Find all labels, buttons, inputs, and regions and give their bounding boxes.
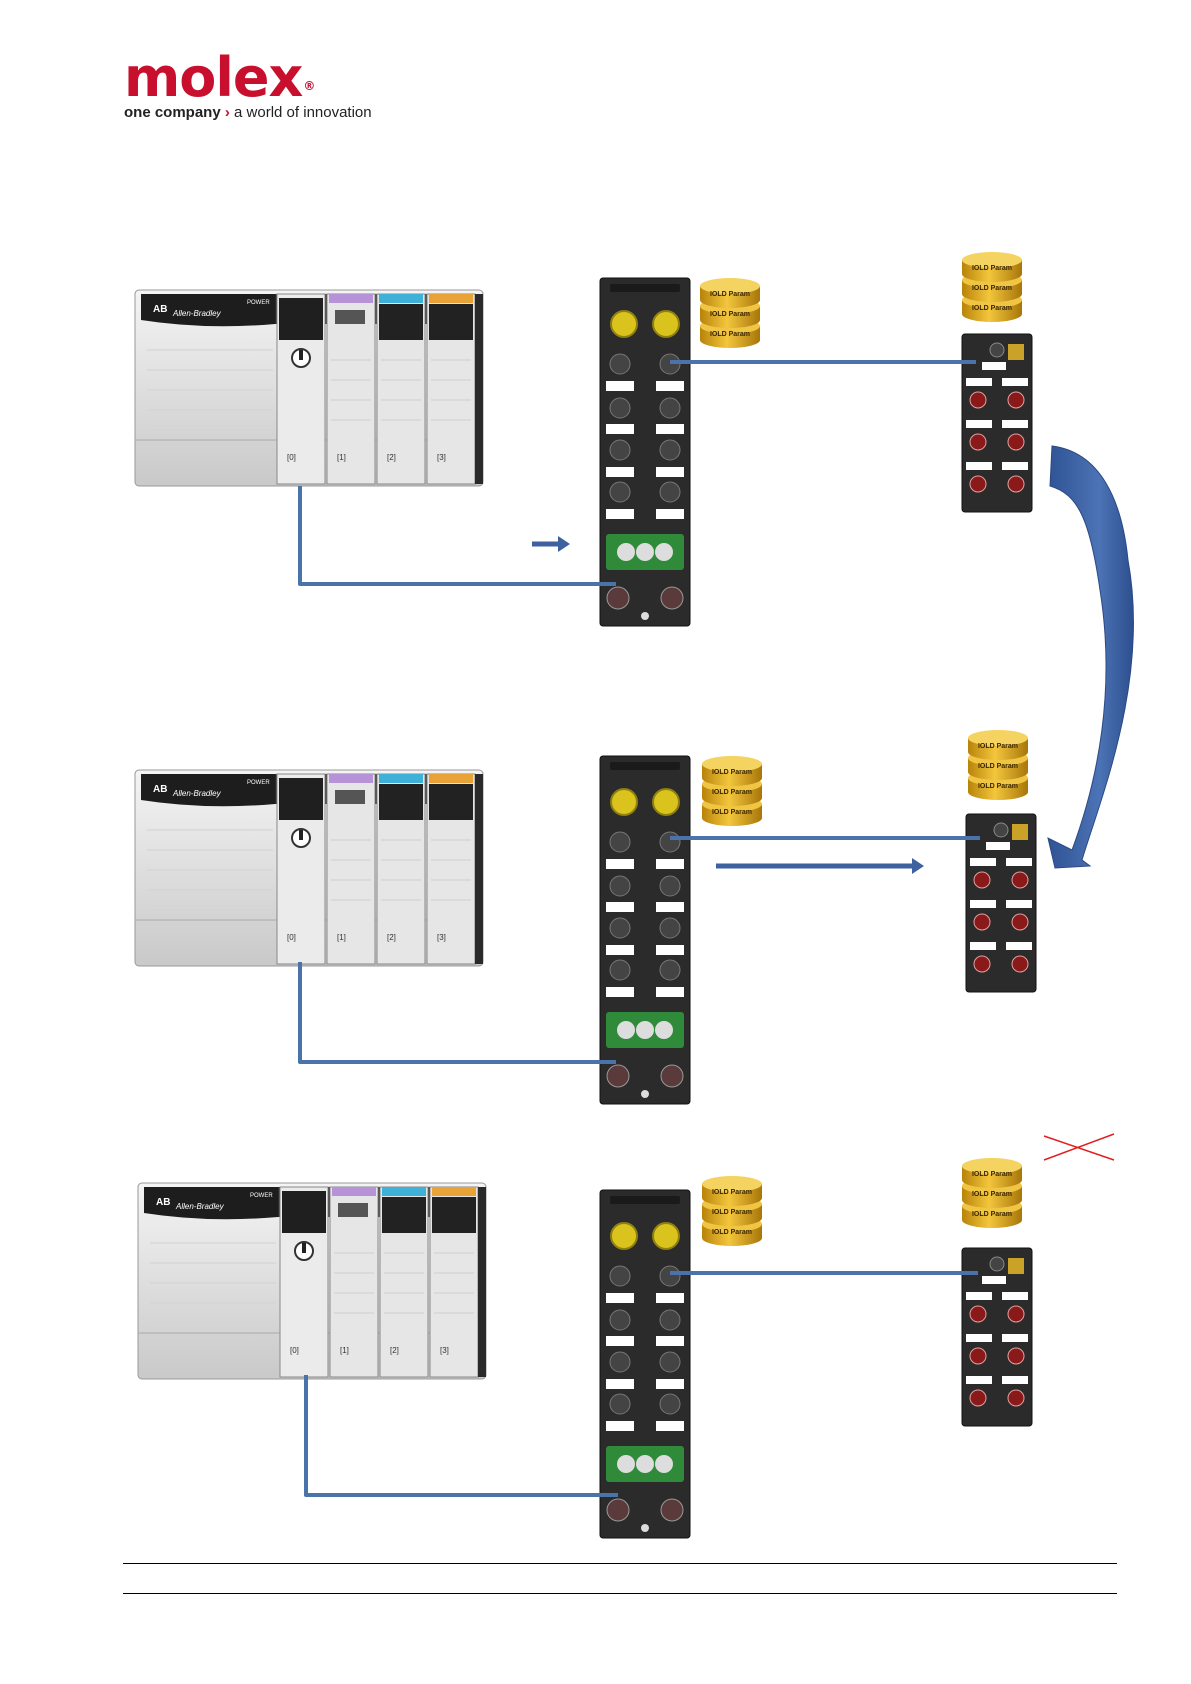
plc-slot: [3] xyxy=(437,453,446,462)
iold-param-label: IOLD Param xyxy=(972,285,1012,292)
plc-brand: Allen-Bradley xyxy=(175,1202,225,1211)
plc-slot: [0] xyxy=(287,453,296,462)
logo-tagline: one company › a world of innovation xyxy=(124,104,372,121)
plc-power-label: POWER xyxy=(247,780,270,786)
direction-arrow-icon xyxy=(532,536,570,552)
molex-logo: molex® one company › a world of innovati… xyxy=(124,50,372,122)
io-master-block-1 xyxy=(599,277,691,627)
plc-badge: AB xyxy=(153,304,167,315)
plc-slot: [1] xyxy=(340,1346,349,1355)
tagline-bold: one company xyxy=(124,104,221,121)
plc-badge: AB xyxy=(156,1197,170,1208)
network-cable xyxy=(298,486,616,586)
iold-param-label: IOLD Param xyxy=(712,1229,752,1236)
iold-param-label: IOLD Param xyxy=(710,331,750,338)
iold-param-label: IOLD Param xyxy=(712,1189,752,1196)
plc-rack-1: Allen-Bradley AB POWER [0] [1] [2] [3] xyxy=(134,289,484,487)
iold-param-label: IOLD Param xyxy=(978,783,1018,790)
iold-param-label: IOLD Param xyxy=(712,1209,752,1216)
plc-slot: [3] xyxy=(437,933,446,942)
direction-arrow-icon xyxy=(716,858,924,874)
plc-slot: [1] xyxy=(337,453,346,462)
iold-param-label: IOLD Param xyxy=(978,743,1018,750)
network-cable xyxy=(304,1375,618,1497)
logo-word-text: molex xyxy=(124,46,303,109)
iold-param-label: IOLD Param xyxy=(710,311,750,318)
plc-slot: [2] xyxy=(387,453,396,462)
iold-param-label: IOLD Param xyxy=(972,305,1012,312)
iold-param-label: IOLD Param xyxy=(712,809,752,816)
plc-slot: [3] xyxy=(440,1346,449,1355)
plc-slot: [2] xyxy=(387,933,396,942)
iold-param-label: IOLD Param xyxy=(972,1171,1012,1178)
plc-slot: [0] xyxy=(290,1346,299,1355)
plc-badge: AB xyxy=(153,784,167,795)
io-device-block-2 xyxy=(965,813,1037,993)
plc-power-label: POWER xyxy=(247,300,270,306)
plc-rack-2: Allen-Bradley AB POWER [0] [1] [2] [3] xyxy=(134,769,484,967)
logo-registered-mark: ® xyxy=(303,79,315,93)
iold-param-label: IOLD Param xyxy=(712,789,752,796)
footer-rule-bottom xyxy=(123,1593,1117,1594)
iold-param-label: IOLD Param xyxy=(712,769,752,776)
network-cable xyxy=(298,962,616,1064)
plc-power-label: POWER xyxy=(250,1193,273,1199)
plc-slot: [1] xyxy=(337,933,346,942)
iold-param-label: IOLD Param xyxy=(972,265,1012,272)
plc-slot: [2] xyxy=(390,1346,399,1355)
iold-param-label: IOLD Param xyxy=(710,291,750,298)
plc-brand: Allen-Bradley xyxy=(172,309,222,318)
io-master-block-2 xyxy=(599,755,691,1105)
transfer-curved-arrow xyxy=(1047,445,1134,869)
footer-rule-top xyxy=(123,1563,1117,1564)
removed-cross-icon xyxy=(1043,1133,1115,1161)
logo-wordmark: molex® xyxy=(124,50,372,106)
io-master-block-3 xyxy=(599,1189,691,1539)
plc-rack-3: Allen-Bradley AB POWER [0] [1] [2] [3] xyxy=(137,1182,487,1380)
tagline-chevron-icon: › xyxy=(224,104,230,121)
plc-brand: Allen-Bradley xyxy=(172,789,222,798)
iold-param-label: IOLD Param xyxy=(972,1191,1012,1198)
plc-slot: [0] xyxy=(287,933,296,942)
iold-param-label: IOLD Param xyxy=(972,1211,1012,1218)
tagline-rest: a world of innovation xyxy=(234,104,372,121)
iold-param-label: IOLD Param xyxy=(978,763,1018,770)
